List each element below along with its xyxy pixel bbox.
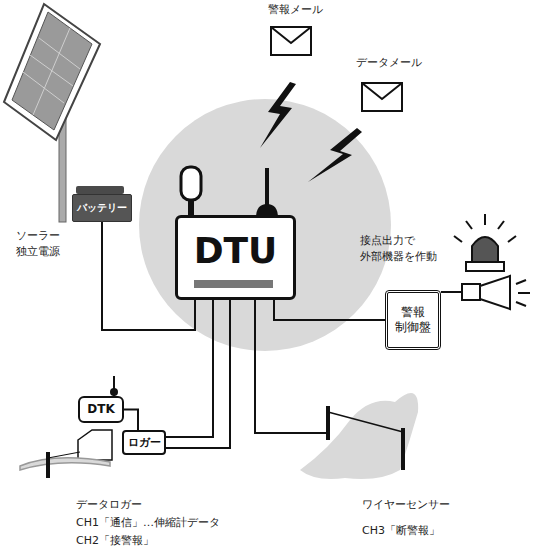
wire-connector bbox=[124, 410, 138, 431]
node-text: バッテリー bbox=[77, 202, 127, 215]
alarm-panel-box: 警報 制御盤 bbox=[385, 290, 441, 350]
channel-label: CH1「通信」…伸縮計データ bbox=[76, 515, 220, 531]
battery-box: バッテリー bbox=[72, 194, 132, 222]
node-text: DTK bbox=[87, 402, 114, 417]
mail-label: 警報メール bbox=[268, 2, 323, 18]
device-label: ワイヤーセンサー bbox=[362, 497, 450, 513]
coverage-circle bbox=[139, 99, 391, 351]
logger-box: ロガー bbox=[122, 430, 166, 455]
radio-signal bbox=[260, 82, 362, 182]
node-text: DTU bbox=[194, 228, 278, 273]
wire-connector bbox=[166, 300, 230, 448]
battery-lid bbox=[76, 186, 124, 194]
node-text: 警報 制御盤 bbox=[393, 305, 433, 335]
siren-icon bbox=[454, 214, 516, 271]
power-label: ソーラー 独立電源 bbox=[16, 228, 74, 260]
dtu-box: DTU bbox=[175, 215, 296, 300]
wire-connector bbox=[166, 300, 213, 437]
status-bar bbox=[194, 280, 273, 288]
mail-label: データメール bbox=[356, 55, 422, 71]
channel-label: CH2「接警報」 bbox=[76, 533, 154, 549]
output-note: 接点出力で 外部機器を作動 bbox=[360, 233, 458, 265]
dtk-antenna bbox=[110, 376, 118, 396]
device-label: データロガー bbox=[76, 497, 142, 513]
channel-label: CH3「断警報」 bbox=[362, 523, 440, 539]
horn-icon bbox=[441, 276, 530, 309]
antenna bbox=[181, 167, 278, 218]
wire-connector bbox=[274, 300, 385, 320]
node-text: ロガー bbox=[128, 436, 161, 450]
dtk-box: DTK bbox=[78, 396, 124, 423]
extensometer bbox=[20, 430, 112, 478]
